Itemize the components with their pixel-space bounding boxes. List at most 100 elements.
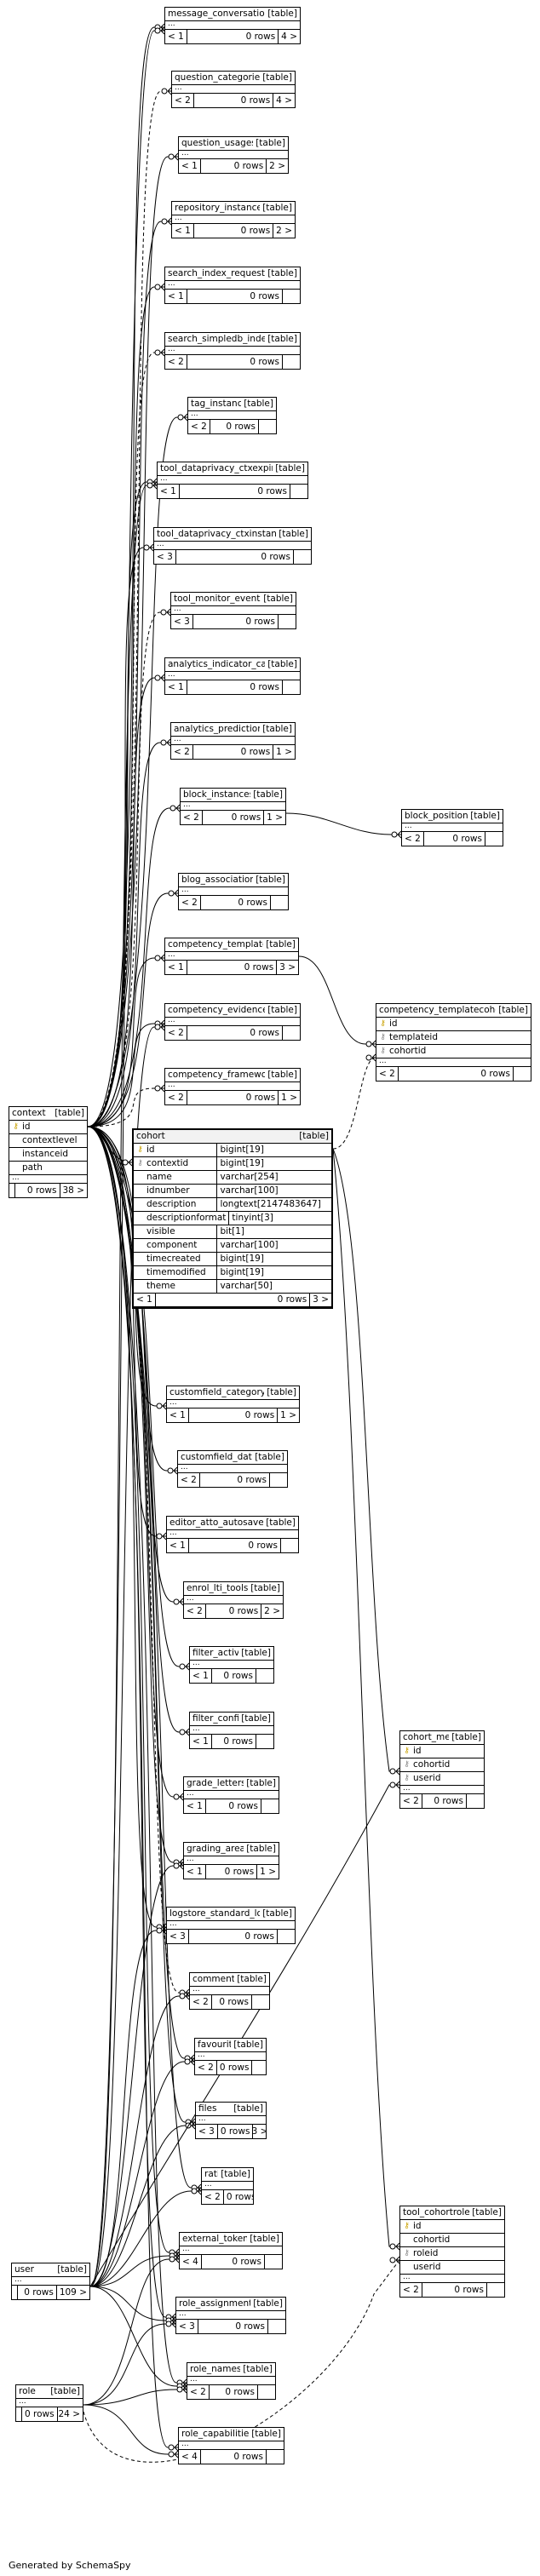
children-count[interactable] — [283, 1026, 300, 1040]
children-count[interactable] — [256, 1735, 273, 1748]
parents-count[interactable]: < 2 — [188, 420, 210, 433]
table-name[interactable]: logstore_standard_log — [169, 1909, 261, 1919]
parents-count[interactable]: < 3 — [171, 615, 193, 628]
parents-count[interactable]: < 1 — [165, 30, 187, 43]
children-count[interactable]: 1 > — [276, 746, 292, 757]
children-count[interactable]: 1 > — [260, 1866, 276, 1877]
table-name[interactable]: search_simpledb_index — [168, 335, 266, 344]
table-name[interactable]: competency_framework — [168, 1070, 266, 1080]
children-count[interactable]: 38 > — [62, 1185, 85, 1196]
children-count[interactable] — [485, 832, 503, 846]
table-name[interactable]: analytics_indicator_calc — [168, 660, 266, 669]
table-name[interactable]: competency_evidence — [168, 1006, 266, 1015]
column-row[interactable]: contextlevel — [9, 1134, 87, 1148]
table-name[interactable]: context — [12, 1109, 46, 1118]
children-count[interactable]: 3 > — [313, 1294, 329, 1305]
table-name[interactable]: tool_monitor_events — [174, 594, 261, 604]
parents-count[interactable]: < 2 — [165, 1091, 187, 1104]
table-name[interactable]: block_positions — [405, 812, 468, 821]
children-count[interactable] — [487, 2283, 504, 2297]
parents-count[interactable]: < 1 — [179, 159, 201, 173]
table-name[interactable]: enrol_lti_tools — [187, 1584, 249, 1593]
column-row[interactable]: ⚷templateid — [376, 1031, 531, 1045]
column-row[interactable]: ⚷userid — [400, 1772, 484, 1786]
column-row[interactable]: ⚷id — [400, 1745, 484, 1758]
column-row[interactable]: ⚷cohortid — [400, 1758, 484, 1772]
parents-count[interactable]: < 2 — [190, 1995, 212, 2009]
table-name[interactable]: message_conversations — [168, 9, 266, 19]
children-count[interactable] — [252, 1995, 269, 2009]
table-name[interactable]: editor_atto_autosave — [169, 1518, 264, 1528]
table-rating[interactable]: rating[table]...< 20 rows — [201, 2167, 254, 2205]
parents-count[interactable]: < 2 — [178, 1473, 200, 1487]
parents-count[interactable]: < 1 — [167, 1539, 189, 1552]
table-name[interactable]: block_instances — [183, 790, 251, 800]
table-name[interactable]: role_names — [190, 2365, 241, 2374]
table-name[interactable]: cohort — [136, 1132, 165, 1141]
table-name[interactable]: tool_cohortroles — [403, 2208, 470, 2217]
table-name[interactable]: competency_template — [168, 940, 264, 950]
children-count[interactable]: 1 > — [281, 1092, 297, 1103]
table-name[interactable]: external_tokens — [182, 2235, 248, 2244]
children-count[interactable] — [256, 1669, 273, 1683]
parents-count[interactable]: < 2 — [402, 832, 424, 846]
column-row[interactable]: path — [9, 1162, 87, 1175]
table-name[interactable]: customfield_data — [181, 1453, 253, 1462]
children-count[interactable] — [283, 680, 300, 694]
children-count[interactable] — [261, 1799, 279, 1813]
children-count[interactable]: 1 > — [267, 812, 283, 823]
parents-count[interactable]: < 2 — [165, 355, 187, 369]
table-name[interactable]: analytics_predictions — [174, 725, 261, 734]
table-name[interactable]: grade_letters — [187, 1779, 244, 1788]
table-name[interactable]: search_index_requests — [168, 269, 266, 278]
parents-count[interactable]: < 3 — [167, 1930, 189, 1943]
children-count[interactable]: 2 > — [269, 160, 285, 171]
parents-count[interactable]: < 2 — [187, 2385, 210, 2399]
table-competency_templatecohort[interactable]: competency_templatecohort[table]⚷id⚷temp… — [376, 1003, 531, 1081]
children-count[interactable] — [281, 1539, 298, 1552]
table-name[interactable]: repository_instances — [175, 204, 261, 213]
table-name[interactable]: tool_dataprivacy_ctxexpired — [160, 464, 273, 473]
column-row[interactable]: instanceid — [9, 1148, 87, 1162]
parents-count[interactable]: < 2 — [400, 1794, 422, 1808]
parents-count[interactable]: < 1 — [165, 290, 187, 303]
parents-count[interactable]: < 2 — [171, 745, 193, 759]
table-name[interactable]: customfield_category — [169, 1388, 265, 1397]
parents-count[interactable] — [16, 2407, 22, 2421]
table-name[interactable]: tag_instance — [191, 399, 241, 409]
table-name[interactable]: rating — [204, 2170, 218, 2179]
children-count[interactable]: 2 > — [276, 225, 292, 236]
table-favourite[interactable]: favourite[table]...< 20 rows — [194, 2038, 267, 2075]
children-count[interactable] — [467, 1794, 484, 1808]
children-count[interactable]: 3 > — [251, 2126, 266, 2137]
children-count[interactable] — [294, 550, 311, 564]
table-name[interactable]: filter_active — [192, 1649, 238, 1658]
table-comments[interactable]: comments[table]...< 20 rows — [189, 1972, 270, 2010]
parents-count[interactable]: < 2 — [181, 811, 203, 824]
table-name[interactable]: favourite — [198, 2040, 231, 2050]
table-tag_instance[interactable]: tag_instance[table]...< 20 rows — [187, 397, 277, 434]
children-count[interactable] — [268, 2320, 285, 2333]
table-name[interactable]: competency_templatecohort — [379, 1006, 497, 1015]
column-row[interactable]: cohortid — [400, 2234, 504, 2247]
